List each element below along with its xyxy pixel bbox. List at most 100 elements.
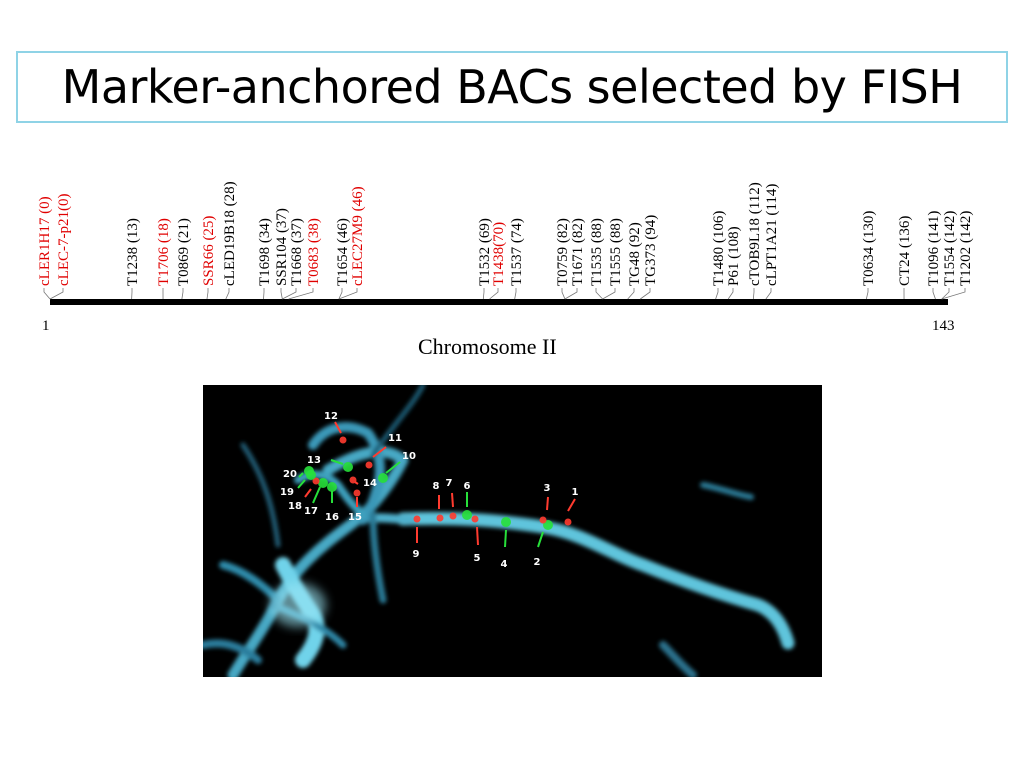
marker-tick — [49, 288, 64, 300]
probe-number: 11 — [388, 433, 402, 444]
chromosome-bar — [50, 299, 948, 305]
probe-pointer — [504, 529, 507, 548]
probe-pointer — [372, 446, 387, 458]
marker-tick — [514, 288, 517, 300]
marker-label: T1554 (142) — [942, 211, 958, 286]
marker-label: T1202 (142) — [958, 211, 974, 286]
probe-signal — [318, 478, 328, 488]
probe-number: 7 — [446, 478, 453, 489]
marker-label: cLEC-7-p21(0) — [56, 194, 72, 286]
marker-tick — [338, 288, 343, 300]
marker-label: T1532 (69) — [477, 218, 493, 286]
marker-label: cLED19B18 (28) — [222, 181, 238, 286]
marker-tick — [282, 288, 297, 300]
probe-number: 18 — [288, 501, 302, 512]
chromosome-start-label: 1 — [42, 318, 50, 334]
probe-pointer — [546, 496, 549, 511]
marker-label: CT24 (136) — [897, 216, 913, 286]
marker-label: T0869 (21) — [176, 218, 192, 286]
title-box: Marker-anchored BACs selected by FISH — [16, 51, 1008, 123]
marker-tick — [561, 288, 566, 300]
probe-number: 9 — [413, 549, 420, 560]
marker-tick — [181, 288, 184, 300]
probe-number: 14 — [363, 478, 377, 489]
probe-signal — [436, 514, 444, 522]
probe-number: 10 — [402, 451, 416, 462]
probe-number: 19 — [280, 487, 294, 498]
probe-number: 17 — [304, 506, 318, 517]
marker-label: cLEC27M9 (46) — [350, 186, 366, 286]
marker-label: T1096 (141) — [926, 211, 942, 286]
marker-label: TG48 (92) — [627, 222, 643, 286]
probe-signal — [327, 482, 337, 492]
marker-label: T1480 (106) — [711, 211, 727, 286]
marker-label: cLPT1A21 (114) — [764, 184, 780, 286]
probe-signal — [501, 517, 511, 527]
marker-tick — [206, 288, 209, 300]
marker-label: cLER1H17 (0) — [37, 196, 53, 286]
probe-pointer — [567, 498, 576, 512]
marker-tick — [602, 288, 616, 300]
probe-number: 6 — [464, 481, 471, 492]
marker-tick — [225, 288, 230, 300]
marker-label: T1438(70) — [491, 222, 507, 286]
probe-pointer — [334, 421, 342, 434]
marker-tick — [727, 288, 734, 300]
probe-number: 20 — [283, 469, 297, 480]
marker-label: T0683 (38) — [306, 218, 322, 286]
probe-signal — [413, 515, 421, 523]
probe-pointer — [298, 472, 304, 478]
marker-tick — [564, 288, 578, 300]
probe-pointer — [537, 531, 544, 548]
marker-tick — [627, 288, 635, 300]
probe-signal — [365, 461, 373, 469]
probe-number: 3 — [544, 483, 551, 494]
probe-pointer — [297, 479, 306, 489]
probe-pointer — [304, 488, 312, 498]
marker-tick — [288, 288, 314, 300]
probe-pointer — [312, 486, 321, 504]
probe-signal — [543, 520, 553, 530]
probe-number: 15 — [348, 512, 362, 523]
marker-label: T1654 (46) — [335, 218, 351, 286]
marker-tick — [941, 288, 966, 300]
marker-label: cTOB9L18 (112) — [747, 182, 763, 286]
probe-signal — [353, 489, 361, 497]
probe-signal — [349, 476, 357, 484]
probe-pointer — [330, 459, 344, 465]
marker-label: SSR104 (37) — [274, 208, 290, 286]
marker-label: T1668 (37) — [289, 218, 305, 286]
marker-label: SSR66 (25) — [201, 216, 217, 286]
chromosome-name: Chromosome II — [418, 334, 557, 359]
probe-signal — [462, 510, 472, 520]
probe-signal — [304, 466, 314, 476]
chromatin-strands — [203, 385, 795, 677]
probe-signal — [449, 512, 457, 520]
probe-number: 2 — [534, 557, 541, 568]
probe-signal — [312, 477, 320, 485]
probe-signal — [378, 473, 388, 483]
marker-label: T1671 (82) — [570, 218, 586, 286]
probe-number: 5 — [474, 553, 481, 564]
marker-tick — [595, 288, 603, 300]
probe-number: 8 — [433, 481, 440, 492]
marker-tick — [489, 288, 499, 300]
chromosome-map: cLER1H17 (0)cLEC-7-p21(0)T1238 (13)T1706… — [37, 181, 974, 305]
marker-tick — [715, 288, 719, 300]
probe-pointer — [385, 461, 401, 474]
probe-number: 4 — [501, 559, 508, 570]
chromosome-end-label: 143 — [932, 318, 955, 334]
marker-label: T1537 (74) — [509, 218, 525, 286]
probe-number: 12 — [324, 411, 338, 422]
probe-number: 13 — [307, 455, 321, 466]
marker-tick — [482, 288, 485, 300]
marker-tick — [43, 288, 51, 300]
marker-tick — [865, 288, 869, 300]
marker-tick — [280, 288, 283, 300]
probe-signal — [564, 518, 572, 526]
probe-number: 16 — [325, 512, 339, 523]
marker-label: T1555 (88) — [608, 218, 624, 286]
marker-tick — [338, 288, 358, 300]
